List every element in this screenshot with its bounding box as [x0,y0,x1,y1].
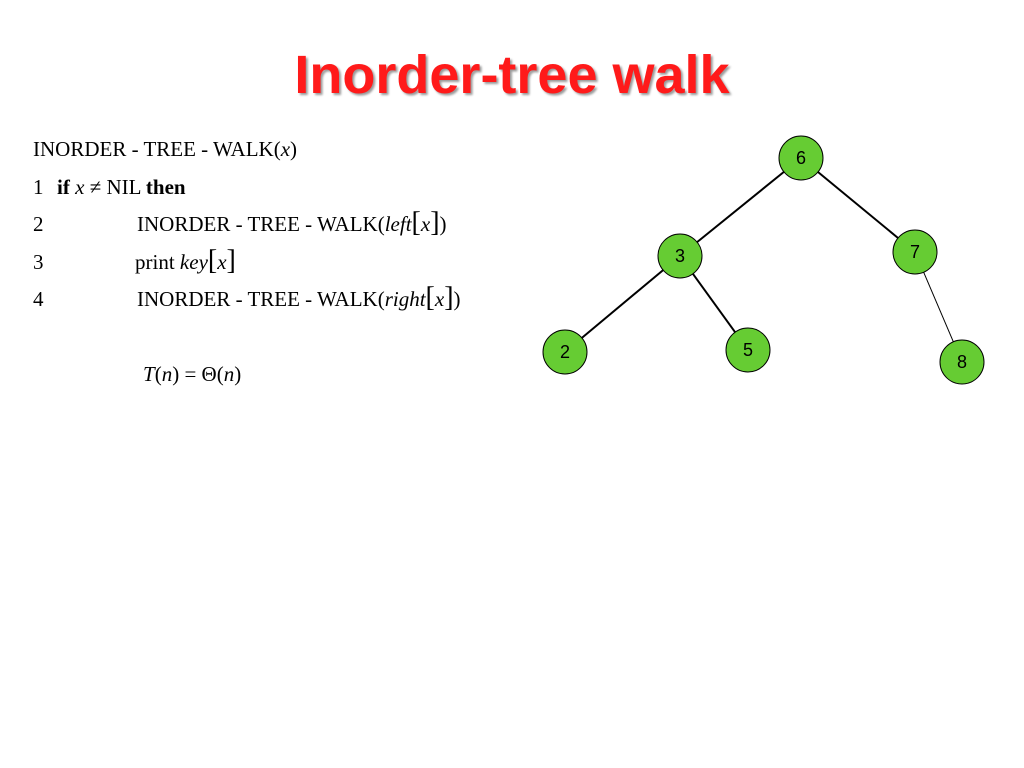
node-circle [892,229,938,275]
tree-node-8: 8 [939,339,985,385]
equals: = [179,362,202,386]
field-left: left [384,212,412,236]
node-circle [939,339,985,385]
left-bracket: [ [425,282,435,313]
node-label: 6 [796,148,806,168]
header-proc: INORDER - TREE - WALK( [33,137,281,161]
line-2-code: INORDER - TREE - WALK(left[x]) [137,209,447,239]
node-label: 5 [743,340,753,360]
tree-node-6: 6 [778,135,824,181]
line-number: 1 [33,175,44,199]
slide-title: Inorder-tree walk [294,45,730,105]
node-circle [542,329,588,375]
node-label: 3 [675,246,685,266]
var-x: x [420,212,431,236]
rparen: ) [172,362,180,386]
header-close: ) [290,137,298,161]
tree-edge-6-3 [696,171,785,243]
left-bracket: [ [411,207,421,238]
node-label: 2 [560,342,570,362]
keyword-if: if [57,175,70,199]
tree-edge-3-5 [692,273,736,333]
node-label: 7 [910,242,920,262]
right-bracket: ] [444,282,454,313]
T: T [143,362,155,386]
right-bracket: ] [226,245,236,276]
complexity-formula: T(n) = Θ(n) [143,359,241,389]
var-x: x [434,287,445,311]
field-right: right [384,287,426,311]
rparen2: ) [234,362,242,386]
n2: n [223,362,235,386]
tree-node-5: 5 [725,327,771,373]
cond-var: x [75,175,85,199]
recursive-call: INORDER - TREE - WALK( [137,287,385,311]
var-x: x [217,250,227,274]
node-circle [725,327,771,373]
line-4-code: INORDER - TREE - WALK(right[x]) [137,284,461,314]
node-circle [778,135,824,181]
line-number: 2 [33,212,44,236]
tree-node-7: 7 [892,229,938,275]
line-number: 4 [33,287,44,311]
line-number: 3 [33,250,44,274]
node-circle [657,233,703,279]
line-3-code: print key[x] [135,247,236,277]
theta: Θ [201,362,217,386]
keyword-then: then [145,175,186,199]
procedure-header: INORDER - TREE - WALK(x) [33,134,297,164]
field-key: key [179,250,208,274]
tree-node-2: 2 [542,329,588,375]
line-1-code: if x ≠ NIL then [57,172,186,202]
tree-edge-7-8 [923,272,954,342]
nil: NIL [106,175,141,199]
n: n [161,362,173,386]
left-bracket: [ [207,245,218,276]
header-arg: x [280,137,291,161]
tree-edge-6-7 [817,171,899,239]
recursive-call: INORDER - TREE - WALK( [137,212,385,236]
tree-node-3: 3 [657,233,703,279]
right-bracket: ] [430,207,440,238]
node-label: 8 [957,352,967,372]
close-paren: ) [439,212,447,236]
print-keyword: print [135,250,175,274]
not-equal: ≠ [89,175,102,199]
lparen: ( [154,362,162,386]
close-paren: ) [453,287,461,311]
tree-edge-3-2 [581,269,664,339]
lparen2: ( [216,362,224,386]
